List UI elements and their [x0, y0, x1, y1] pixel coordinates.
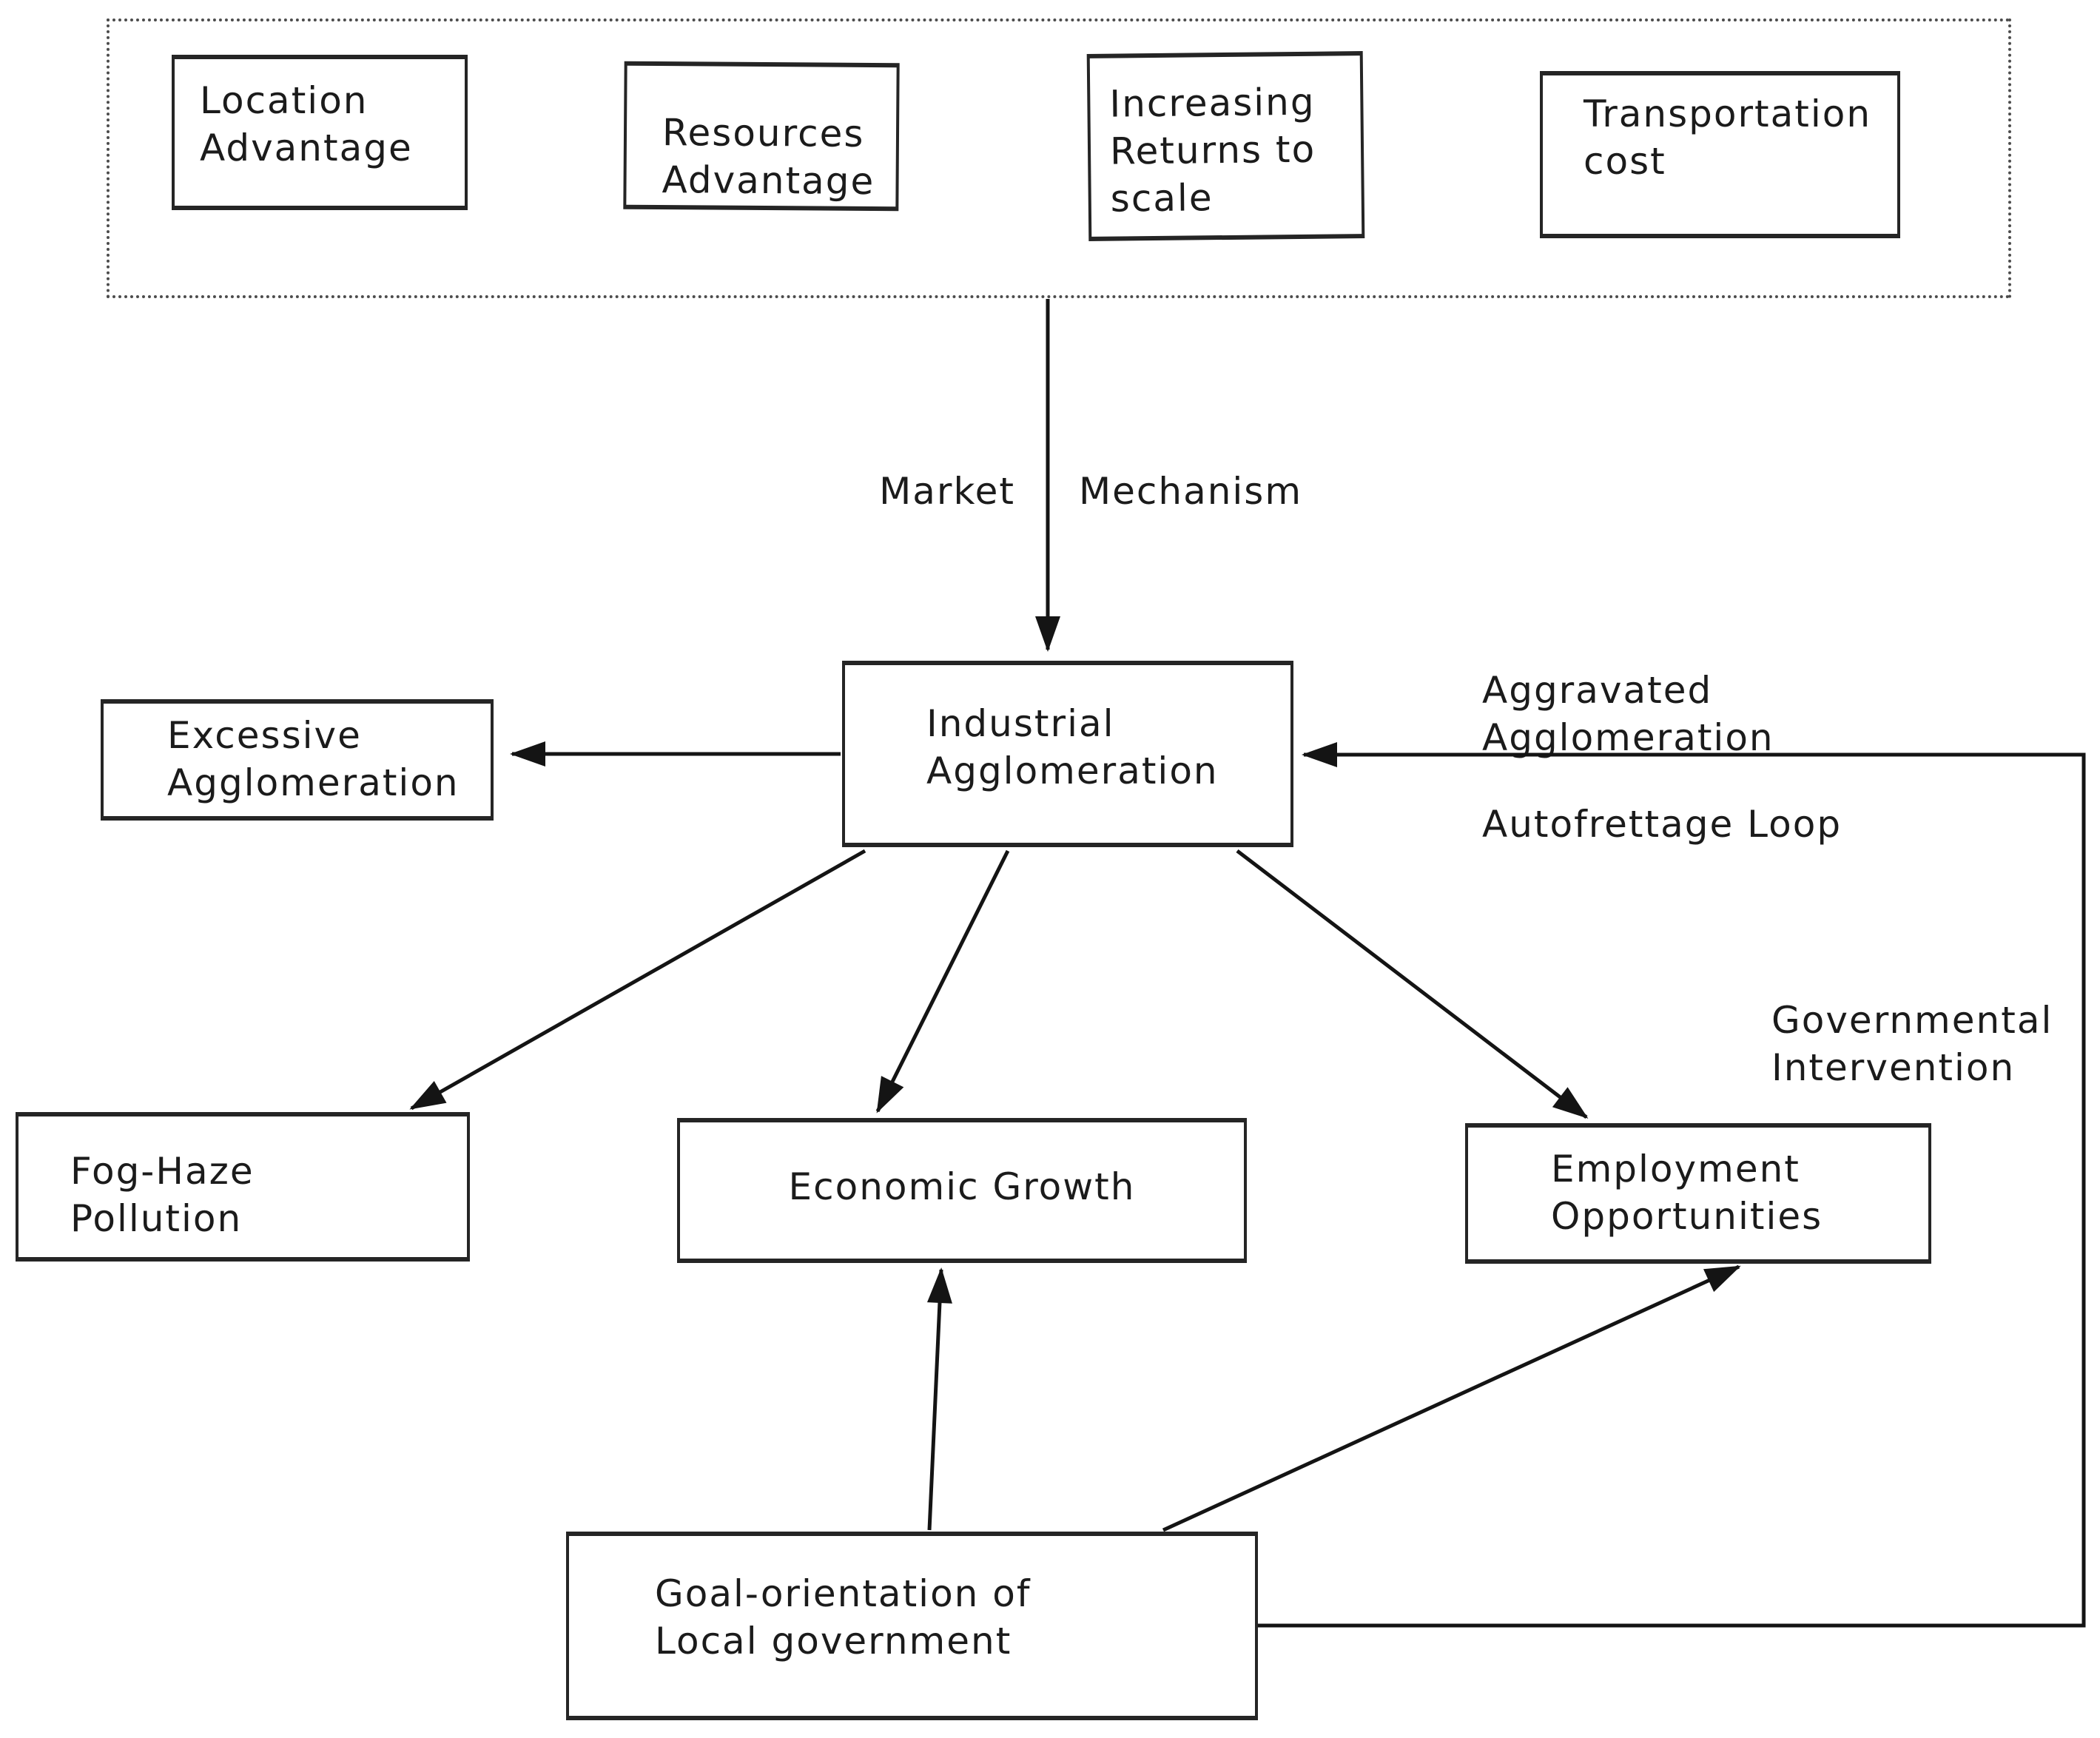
box-label-line: Economic Growth [788, 1165, 1136, 1208]
arrow-goal-to-employment [1162, 1264, 1741, 1532]
label-governmental-intervention: Governmental Intervention [1771, 997, 2053, 1091]
box-label-line: Increasing [1109, 80, 1316, 126]
arrow-to-economic-growth [875, 849, 1010, 1114]
label-line: Agglomeration [1482, 716, 1774, 759]
box-label-line: Advantage [200, 127, 413, 169]
box-industrial-agglomeration: Industrial Agglomeration [842, 661, 1293, 847]
label-line: Governmental [1771, 999, 2053, 1042]
box-goal-orientation-local-government: Goal-orientation of Local government [566, 1532, 1258, 1720]
box-fog-haze-pollution: Fog-Haze Pollution [16, 1112, 470, 1262]
box-label-line: Goal-orientation of [655, 1572, 1032, 1615]
box-label-line: Industrial [926, 702, 1115, 745]
label-market: Market [879, 470, 1015, 513]
box-resources-advantage: Resources Advantage [623, 61, 900, 212]
box-label-line: scale [1110, 176, 1214, 220]
box-excessive-agglomeration: Excessive Agglomeration [101, 699, 494, 821]
box-label-line: Agglomeration [167, 761, 460, 804]
box-label-line: cost [1584, 140, 1666, 183]
box-economic-growth: Economic Growth [677, 1118, 1247, 1263]
box-label-line: Resources [662, 111, 865, 155]
label-aggravated-agglomeration: Aggravated Agglomeration [1482, 667, 1774, 761]
arrow-goal-to-economic-growth [926, 1267, 952, 1531]
box-transportation-cost: Transportation cost [1540, 71, 1900, 238]
box-label-line: Returns to [1109, 127, 1316, 173]
label-line: Aggravated [1482, 669, 1713, 712]
box-label-line: Excessive [167, 714, 362, 757]
label-line: Intervention [1771, 1046, 2016, 1089]
box-label-line: Local government [655, 1620, 1012, 1663]
box-employment-opportunities: Employment Opportunities [1465, 1123, 1931, 1264]
box-label-line: Pollution [70, 1197, 243, 1240]
label-mechanism: Mechanism [1079, 470, 1303, 513]
box-location-advantage: Location Advantage [172, 55, 468, 210]
box-label-line: Agglomeration [926, 750, 1219, 792]
box-increasing-returns-to-scale: Increasing Returns to scale [1086, 51, 1365, 241]
box-label-line: Advantage [662, 158, 875, 203]
box-label-line: Location [200, 79, 368, 122]
label-autofrettage-loop: Autofrettage Loop [1482, 803, 1842, 846]
factors-panel: Location Advantage Resources Advantage I… [107, 18, 2011, 298]
box-label-line: Fog-Haze [70, 1150, 255, 1193]
box-label-line: Opportunities [1551, 1195, 1823, 1238]
box-label-line: Transportation [1584, 92, 1872, 135]
box-label-line: Employment [1551, 1148, 1800, 1190]
arrow-to-employment-opportunities [1236, 849, 1589, 1119]
arrow-to-fog-haze-pollution [409, 849, 866, 1111]
